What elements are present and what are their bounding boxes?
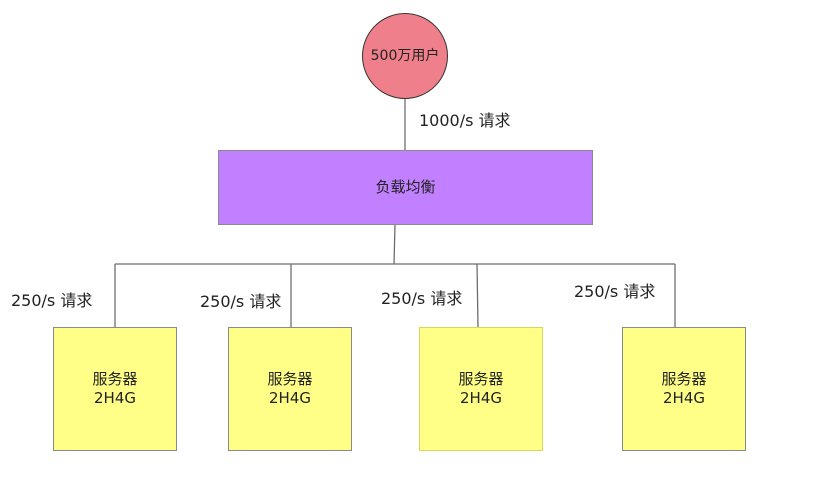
server-name: 服务器 <box>661 370 707 388</box>
server-spec: 2H4G <box>460 389 502 407</box>
load-balancer-node: 负载均衡 <box>218 150 593 225</box>
load-balancer-label: 负载均衡 <box>375 178 436 196</box>
server-node-2: 服务器 2H4G <box>228 327 352 451</box>
server-4-edge-label: 250/s 请求 <box>574 282 656 301</box>
server-node-3: 服务器 2H4G <box>419 327 543 451</box>
server-spec: 2H4G <box>94 389 136 407</box>
server-node-4: 服务器 2H4G <box>622 327 746 451</box>
server-spec: 2H4G <box>663 389 705 407</box>
users-label: 500万用户 <box>370 47 440 64</box>
server-name: 服务器 <box>267 370 313 388</box>
server-2-edge-label: 250/s 请求 <box>200 292 282 311</box>
server-1-edge-label: 250/s 请求 <box>11 291 93 310</box>
users-to-lb-label: 1000/s 请求 <box>419 111 511 130</box>
server-name: 服务器 <box>458 370 504 388</box>
edge-lb-trunk <box>393 224 396 265</box>
server-name: 服务器 <box>92 370 138 388</box>
users-node: 500万用户 <box>362 13 448 99</box>
server-3-edge-label: 250/s 请求 <box>381 289 463 308</box>
server-spec: 2H4G <box>269 389 311 407</box>
server-node-1: 服务器 2H4G <box>53 327 177 451</box>
edge-to-server-3 <box>476 263 479 328</box>
